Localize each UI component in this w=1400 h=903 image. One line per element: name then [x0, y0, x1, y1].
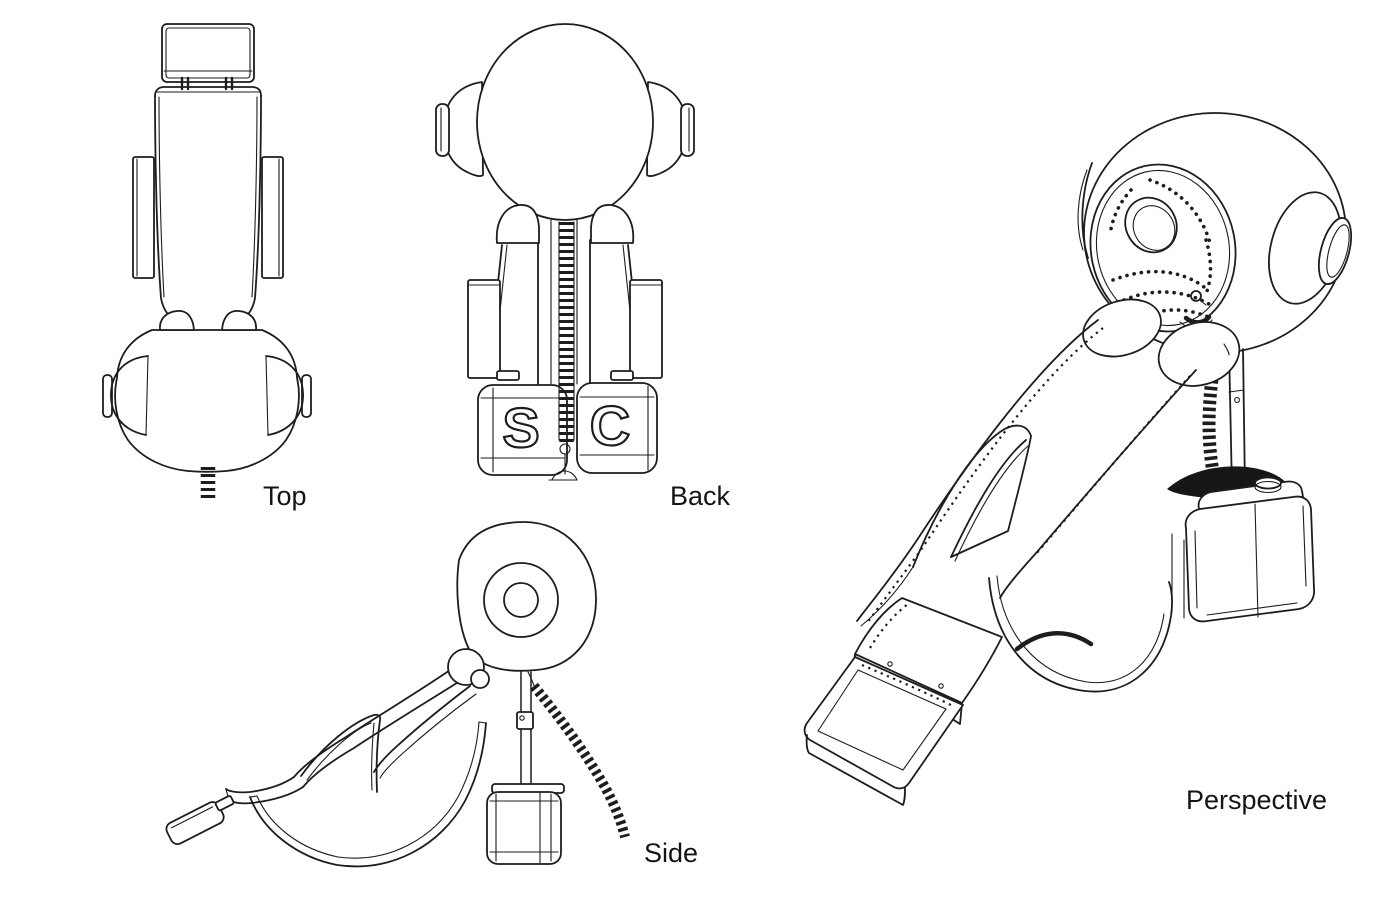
rocker-base [988, 577, 1173, 693]
side-bracket-right [629, 279, 663, 379]
pod-cap-left [102, 374, 113, 418]
base-box-right [576, 382, 658, 474]
perforation-dots [1148, 178, 1212, 245]
view-label-perspective: Perspective [1186, 785, 1328, 815]
top-view-drawing [102, 23, 312, 502]
head-ring-inner [503, 582, 539, 618]
perspective-view-drawing [803, 112, 1353, 806]
armrest-band [912, 424, 1032, 568]
backrest-edge [373, 685, 471, 773]
view-label-back: Back [670, 481, 731, 511]
coil-cable [1202, 350, 1223, 474]
head-unit [456, 521, 597, 672]
side-view-drawing [165, 521, 630, 868]
coil-cable [530, 682, 630, 839]
headrest-pad-left [495, 204, 540, 244]
view-label-side: Side [644, 838, 699, 868]
seat-handle [1014, 631, 1094, 652]
base-box-top [1197, 480, 1304, 512]
face-opening [1124, 196, 1178, 254]
rocker-base [249, 722, 487, 868]
ear-pod-left [442, 81, 484, 177]
headrest-pad-right [590, 204, 635, 244]
seat-band [225, 776, 295, 794]
marking-letter-c: C [590, 394, 630, 457]
armrest-left [132, 156, 155, 279]
headrest-pad-left [1082, 298, 1162, 358]
armrest-right [261, 156, 284, 279]
vent-detail [1190, 290, 1202, 302]
backrest-inner-edge [999, 369, 1197, 599]
neck-arm [293, 663, 460, 778]
backrest-outer-edge [856, 319, 1099, 622]
pod-cap-left [435, 103, 450, 157]
headrest-pad-left [159, 310, 195, 331]
headrest-pad-right [221, 310, 257, 331]
base-box [486, 791, 562, 865]
support-post [520, 671, 532, 791]
ear-pod-right [265, 355, 304, 436]
back-view-drawing: S C [435, 23, 695, 481]
view-label-top: Top [263, 481, 307, 511]
ear-pod-left [1081, 162, 1093, 259]
head-dome [114, 329, 300, 473]
head-ring-outer [483, 562, 559, 638]
spine-column [537, 239, 591, 385]
side-bracket-left [467, 279, 501, 379]
armrest-curve [300, 713, 382, 793]
ear-pod-right [646, 81, 688, 177]
base-box [1184, 495, 1315, 623]
seat-outline [154, 86, 262, 97]
seat [854, 597, 1003, 704]
pod-cap-right [680, 103, 695, 157]
marking-letter-s: S [502, 396, 539, 459]
headrest-pad-right [1157, 321, 1241, 387]
box-cap [1254, 476, 1282, 490]
footrest [803, 656, 964, 790]
pod-cap-right [301, 374, 312, 418]
footrest [161, 23, 255, 83]
ear-pod-left [110, 355, 149, 436]
head-dome [476, 23, 654, 221]
base-box-left [477, 384, 568, 476]
hinge-tabs [180, 76, 234, 91]
